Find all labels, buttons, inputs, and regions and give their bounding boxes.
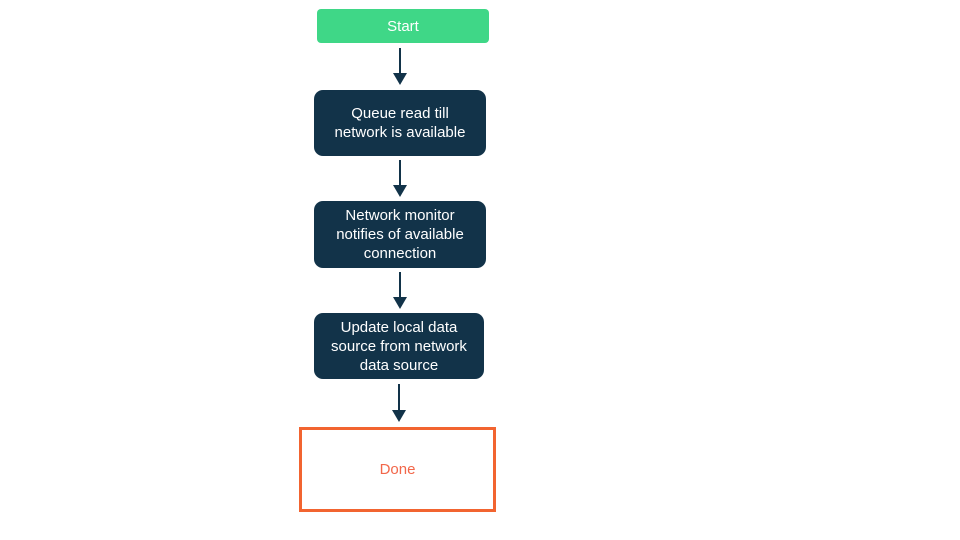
node-done[interactable]: Done	[299, 427, 496, 512]
node-queue-read-label: Queue read till network is available	[334, 105, 466, 141]
down-arrow-icon	[392, 410, 406, 422]
down-arrow-icon	[393, 73, 407, 85]
arrow-shaft	[399, 272, 401, 297]
down-arrow-icon	[393, 297, 407, 309]
node-network-monitor-label: Network monitor notifies of available co…	[336, 207, 464, 262]
node-done-label: Done	[379, 461, 416, 478]
arrow-shaft	[399, 48, 401, 73]
edge-update-local-to-done	[389, 384, 409, 422]
edge-start-to-queue-read	[390, 48, 410, 85]
arrow-shaft	[398, 384, 400, 410]
arrow-shaft	[399, 160, 401, 185]
edge-queue-read-to-network-monitor	[390, 160, 410, 197]
edge-network-monitor-to-update-local	[390, 272, 410, 309]
node-network-monitor[interactable]: Network monitor notifies of available co…	[314, 201, 486, 268]
down-arrow-icon	[393, 185, 407, 197]
node-update-local-label: Update local data source from network da…	[331, 318, 467, 374]
node-queue-read[interactable]: Queue read till network is available	[314, 90, 486, 156]
node-start-label: Start	[387, 17, 419, 35]
node-update-local[interactable]: Update local data source from network da…	[314, 313, 484, 379]
node-start[interactable]: Start	[317, 9, 489, 43]
